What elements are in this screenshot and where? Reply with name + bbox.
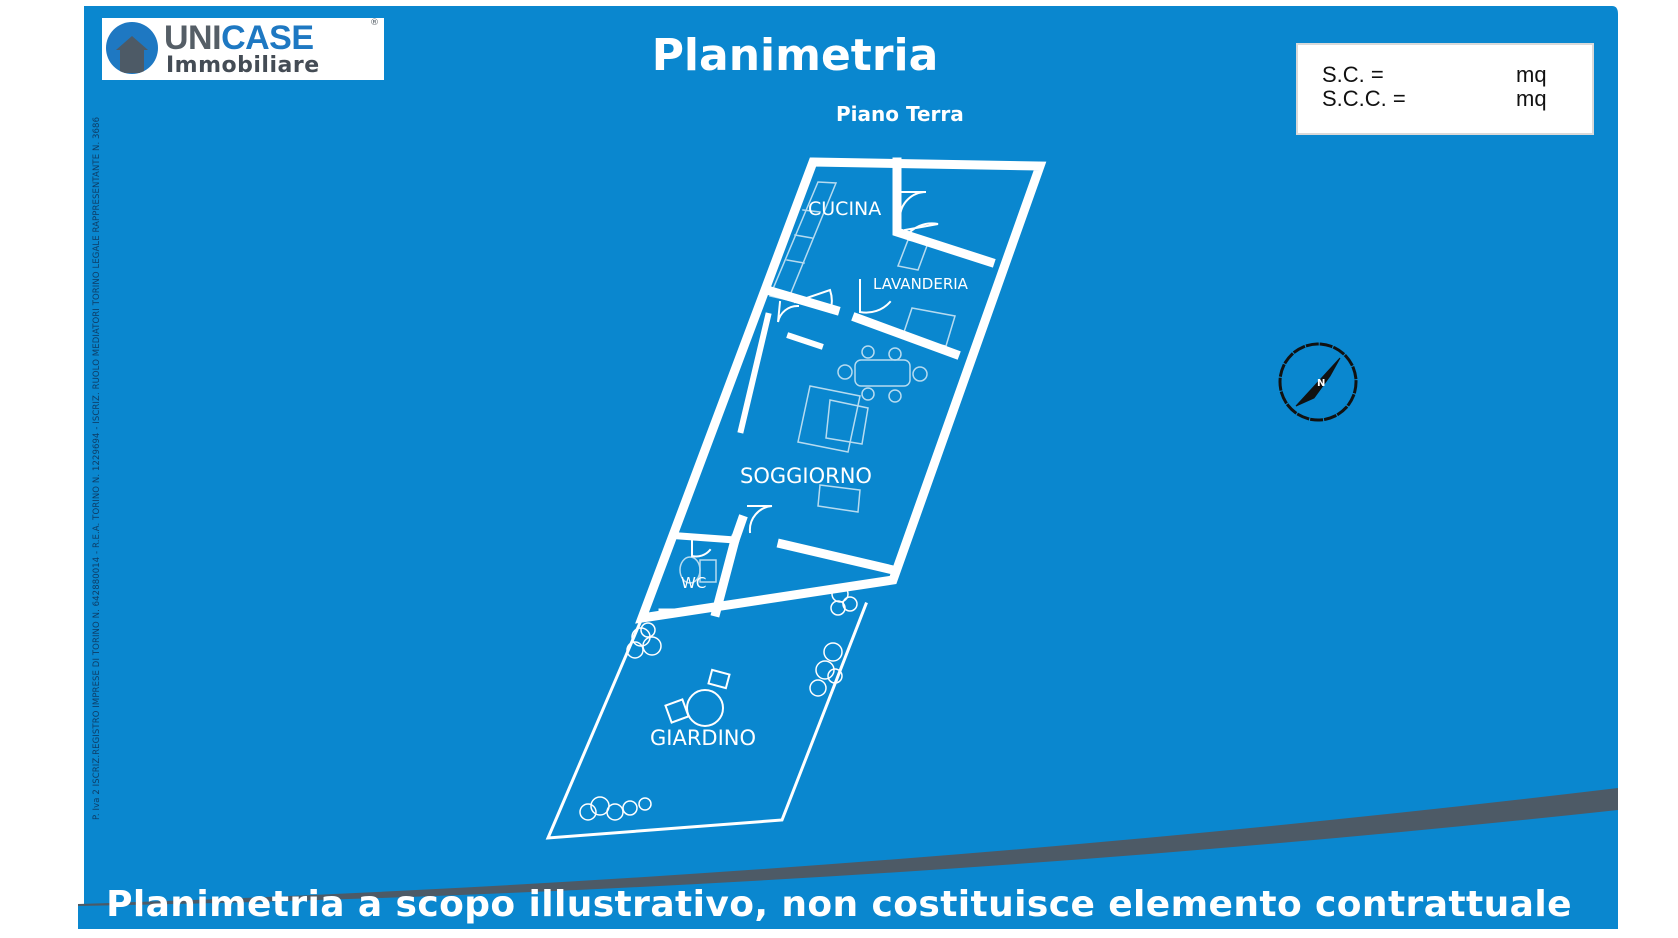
wall-living-bottom [776,538,899,576]
scc-label: S.C.C. = [1322,86,1406,111]
logo-wordmark-uni: UNI [164,19,222,57]
wall-kitchen-laundry [892,157,996,268]
door-kitchen [898,191,927,220]
logo-wordmark: UNICASE [164,20,314,56]
garden-furniture [664,668,731,727]
sheet-background [78,6,1618,929]
wall-corridor [737,312,772,434]
logo-wordmark-case: CASE [221,19,314,57]
sofa [797,385,869,513]
surface-area-box: S.C. = mq S.C.C. = mq [1296,43,1594,135]
room-label-wc: WC [681,574,707,592]
room-label-giardino: GIARDINO [650,726,757,750]
footer-band [78,810,1618,929]
wall-wc-right [710,534,741,618]
blue-background [84,6,1618,929]
plants [579,585,858,821]
window-top-left [813,162,892,167]
sc-unit: mq [1516,62,1547,87]
door-corridor-small [777,300,800,323]
room-label-soggiorno: SOGGIORNO [740,464,872,488]
page-title: Planimetria [651,30,939,81]
unicase-logo: UNICASE ® Immobiliare [102,18,384,80]
registered-mark: ® [370,18,379,28]
room-label-cucina: CUCINA [808,198,882,220]
window-top-right [903,163,1037,170]
floor-label: Piano Terra [836,102,964,126]
logo-subtitle: Immobiliare [166,53,320,78]
laundry-appliances [896,239,956,347]
floor-plan-sheet [78,4,1618,929]
door-laundry [859,279,892,314]
door-living-wc [747,505,773,534]
compass-icon [1278,342,1358,422]
house-logo-icon [106,22,158,74]
wall-stub [786,332,824,350]
dining-table [837,345,928,403]
room-label-lavanderia: LAVANDERIA [873,275,968,293]
wall-wc-top [676,532,739,544]
door-laundry-top [903,222,939,240]
door-wc [691,537,712,558]
kitchen-counter [768,181,838,301]
building-outer-wall [635,157,1047,624]
compass-n: N [1317,378,1325,389]
wall-living-wc [729,514,748,546]
wc-fixtures [679,556,717,584]
garden-boundary [545,602,868,840]
wall-laundry-bottom [851,312,961,360]
disclaimer-footer: Planimetria a scopo illustrativo, non co… [106,884,1572,925]
sc-label: S.C. = [1322,62,1384,87]
scc-unit: mq [1516,86,1547,111]
door-corridor [793,288,833,314]
